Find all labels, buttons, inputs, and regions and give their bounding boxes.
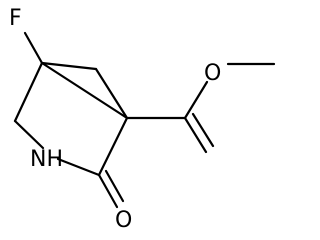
- bond-c5-c6: [40, 61, 98, 71]
- bond-f-c5: [23, 31, 44, 65]
- atom-label-ester-oxygen: O: [204, 61, 221, 86]
- bond-ester-o-carbonyl-b: [191, 112, 215, 148]
- bond-c2-c1: [97, 116, 129, 177]
- atom-label-nh: NH: [30, 147, 63, 172]
- bond-c2-o-keto-a: [97, 173, 119, 209]
- bond-n3-c2: [56, 157, 101, 177]
- bond-c6-c1: [94, 67, 129, 120]
- atom-label-fluorine: F: [9, 6, 22, 31]
- atom-label-ketone-oxygen: O: [115, 208, 132, 233]
- bond-c5-c4: [13, 61, 44, 123]
- bond-ester-o-single: [183, 80, 209, 120]
- chemical-structure-diagram: F NH O O: [9, 6, 276, 233]
- bond-c2-o-keto-b: [104, 169, 125, 203]
- bond-c4-n3: [13, 119, 45, 150]
- bond-c5-c7: [40, 61, 129, 120]
- bond-ester-o-carbonyl-a: [183, 116, 208, 154]
